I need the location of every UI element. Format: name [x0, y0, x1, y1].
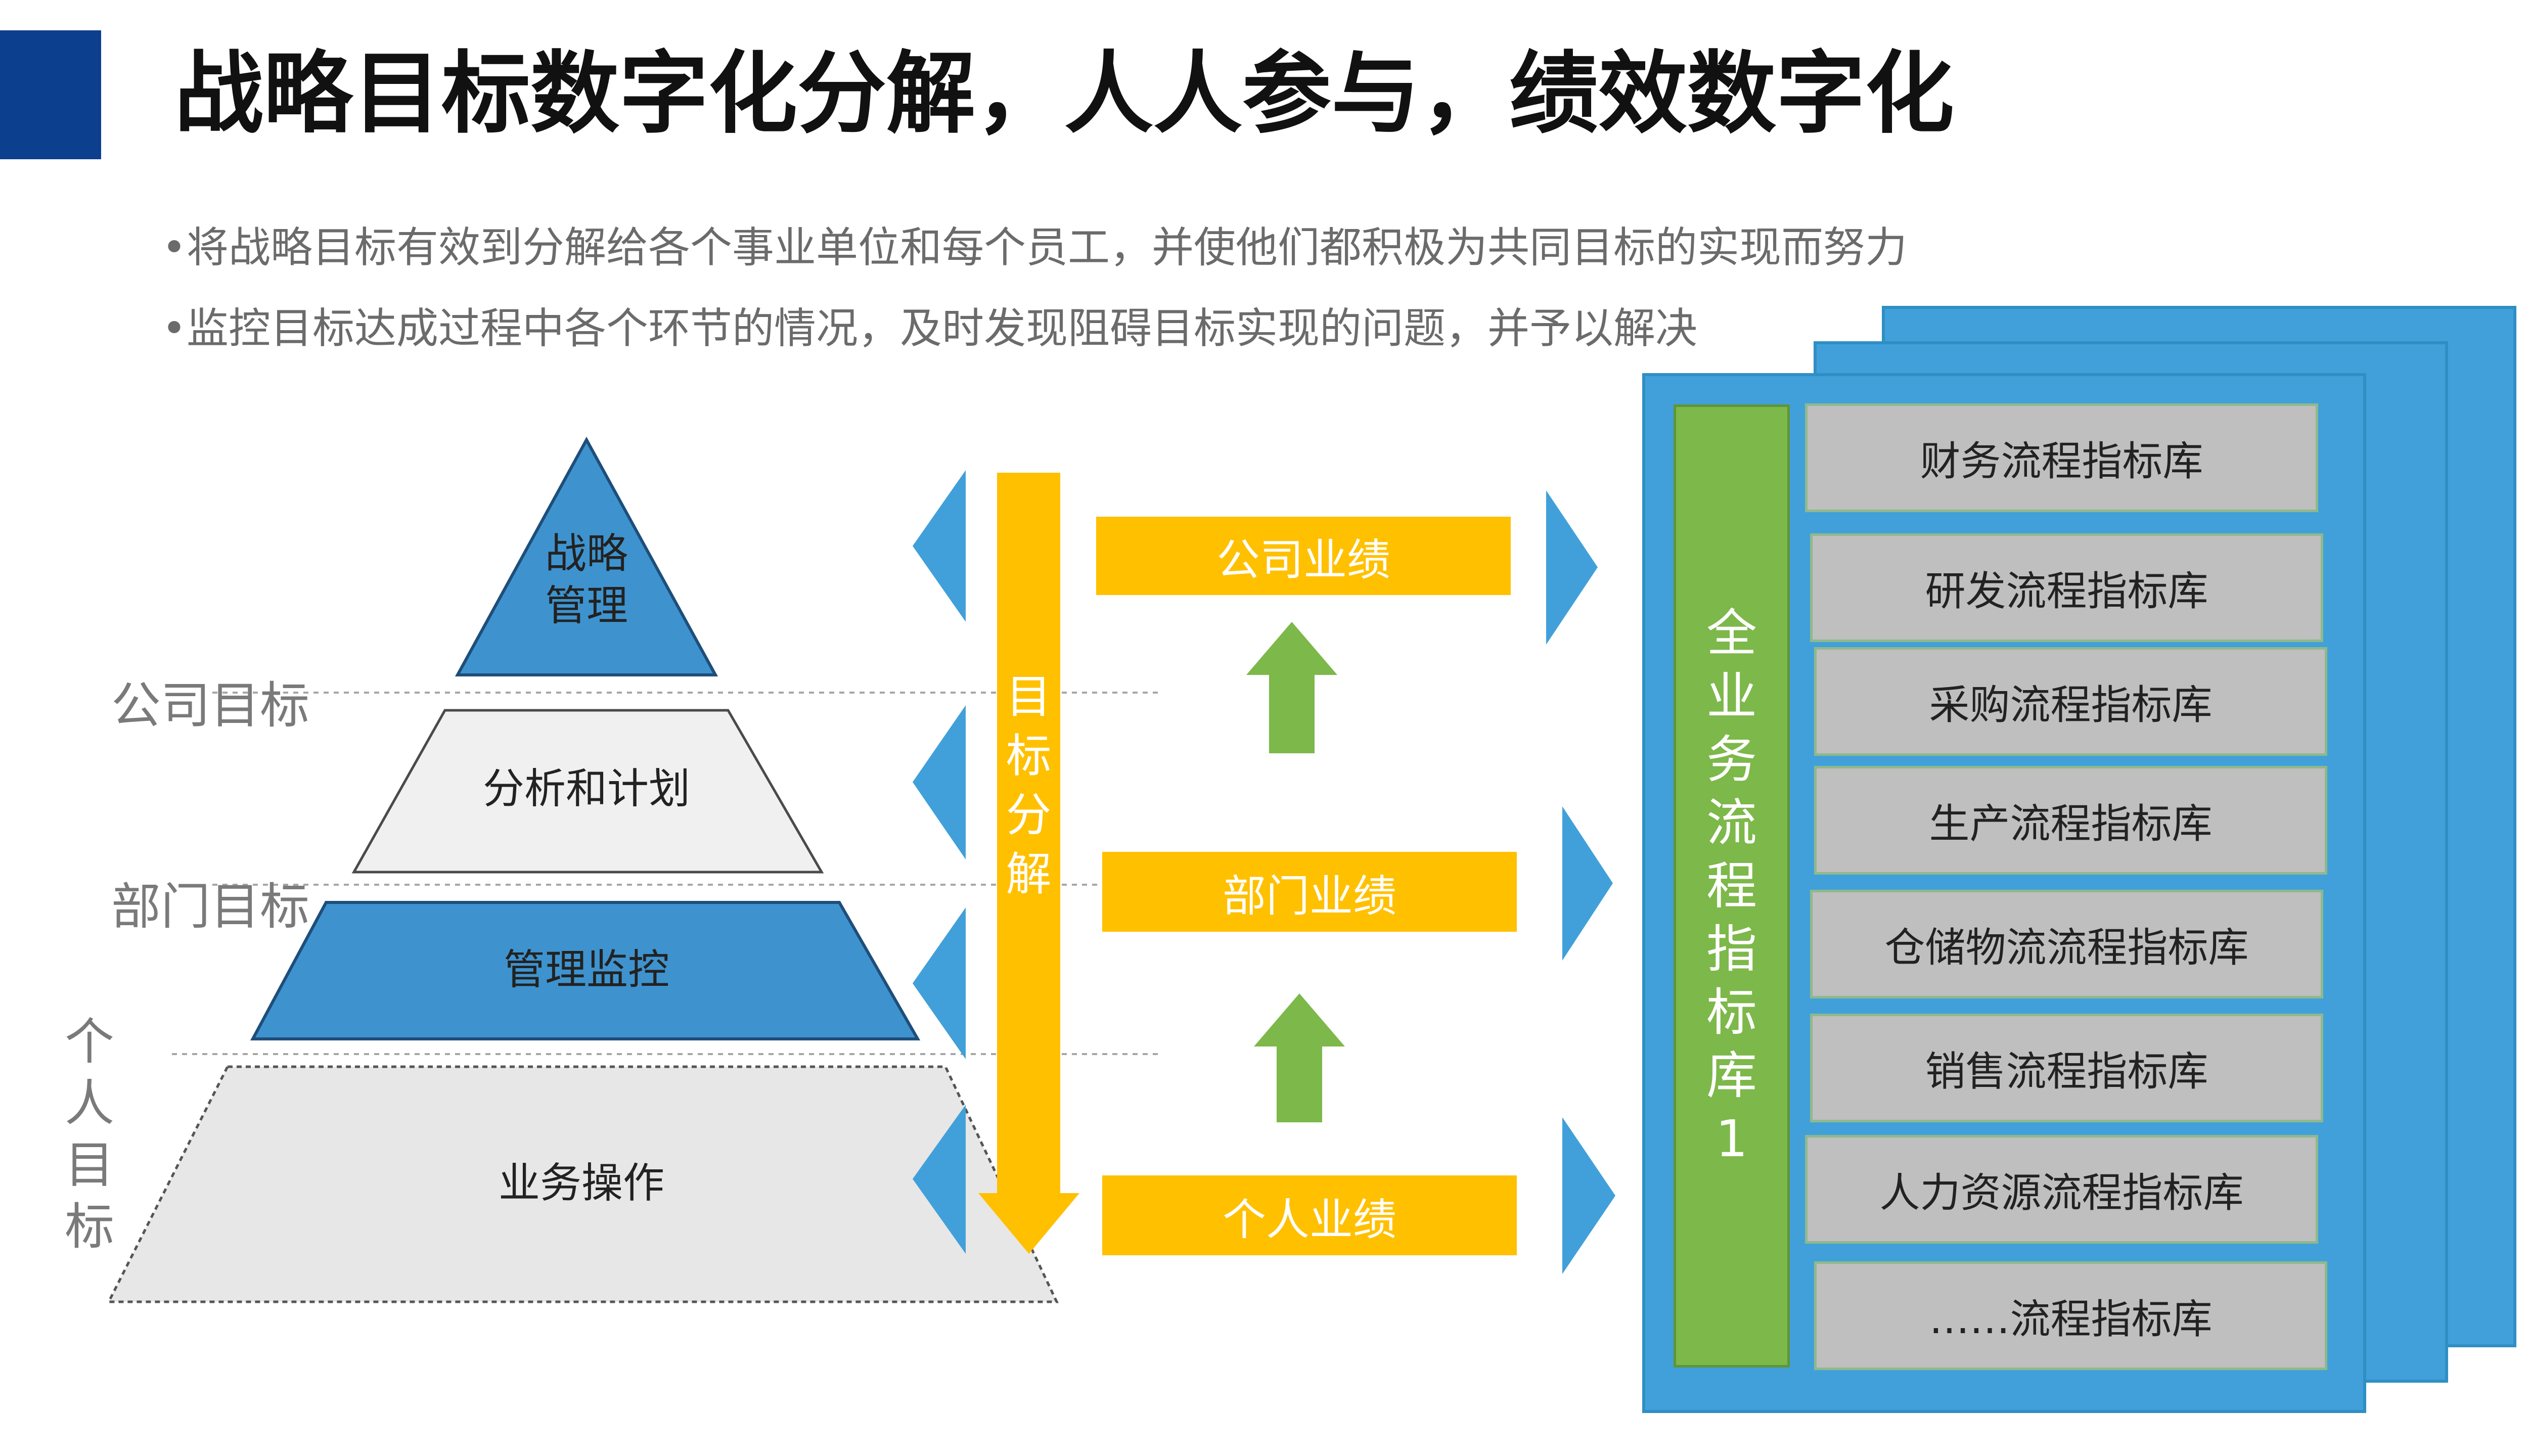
pyramid-level-planning: [351, 709, 824, 874]
pyramid-label-operations: 业务操作: [498, 1159, 664, 1207]
decompose-label: 目 标 分 解: [997, 667, 1060, 904]
library-item-more: ……流程指标库: [1814, 1261, 2327, 1370]
pyramid-label-monitoring: 管理监控: [503, 946, 669, 994]
department-performance-box: 部门业绩: [1102, 852, 1517, 932]
pyramid-label-strategy: 战略 管理: [511, 528, 662, 632]
left-chevron-2: [913, 705, 966, 859]
label-personal-goal-char: 标: [64, 1198, 114, 1256]
library-title-char: 务: [1706, 730, 1757, 789]
decompose-label-char: 目: [1006, 670, 1052, 723]
up-arrow-1: [1246, 622, 1337, 753]
library-title-char: 标: [1706, 983, 1757, 1042]
decompose-arrow-head: [978, 1193, 1079, 1254]
library-title-column: 全 业 务 流 程 指 标 库 1: [1674, 404, 1790, 1368]
company-performance-box: 公司业绩: [1096, 517, 1511, 595]
pyramid-level-operations: [106, 1065, 1059, 1303]
label-company-goal: 公司目标: [111, 677, 310, 735]
library-title-char: 全: [1706, 604, 1757, 663]
label-personal-goal-char: 人: [64, 1075, 114, 1132]
library-item-warehouse: 仓储物流流程指标库: [1810, 890, 2323, 998]
library-title-char: 流: [1706, 793, 1757, 852]
left-chevron-1: [913, 470, 966, 622]
label-department-goal: 部门目标: [111, 878, 310, 936]
library-item-hr: 人力资源流程指标库: [1805, 1135, 2318, 1244]
decompose-arrow-shaft: [997, 473, 1060, 1193]
label-personal-goal: 个 人 目 标: [57, 1011, 122, 1258]
right-chevron-2: [1562, 806, 1613, 961]
page-title: 战略目标数字化分解，人人参与，绩效数字化: [174, 42, 1955, 146]
decompose-label-char: 分: [1006, 789, 1052, 842]
library-item-production: 生产流程指标库: [1814, 766, 2327, 875]
pyramid-level-strategy: [455, 436, 718, 676]
bullet-2: •监控目标达成过程中各个环节的情况，及时发现阻碍目标实现的问题，并予以解决: [162, 304, 1697, 353]
pyramid-label-strategy-line: 管理: [545, 581, 628, 630]
library-title-char: 1: [1716, 1109, 1748, 1168]
library-item-finance: 财务流程指标库: [1805, 403, 2318, 512]
left-chevron-4: [913, 1105, 966, 1254]
label-personal-goal-char: 目: [64, 1136, 114, 1194]
library-item-procurement: 采购流程指标库: [1814, 647, 2327, 756]
pyramid-level-monitoring: [250, 901, 921, 1040]
library-title-char: 指: [1706, 920, 1757, 979]
library-item-sales: 销售流程指标库: [1810, 1014, 2323, 1122]
up-arrow-2: [1254, 993, 1345, 1122]
bullet-1: •将战略目标有效到分解给各个事业单位和每个员工，并使他们都积极为共同目标的实现而…: [162, 223, 1907, 272]
library-title-char: 库: [1706, 1046, 1757, 1105]
library-item-rnd: 研发流程指标库: [1810, 533, 2323, 642]
title-accent-bar: [0, 30, 101, 159]
pyramid-label-planning: 分析和计划: [482, 765, 690, 813]
right-chevron-3: [1562, 1117, 1615, 1274]
library-title-char: 业: [1706, 667, 1757, 726]
decompose-label-char: 解: [1006, 848, 1052, 901]
personal-performance-box: 个人业绩: [1102, 1175, 1517, 1255]
left-chevron-3: [913, 907, 966, 1059]
library-title-char: 程: [1706, 856, 1757, 916]
label-personal-goal-char: 个: [64, 1013, 114, 1071]
decompose-label-char: 标: [1006, 730, 1052, 783]
pyramid-label-strategy-line: 战略: [545, 530, 628, 578]
right-chevron-1: [1546, 490, 1598, 645]
